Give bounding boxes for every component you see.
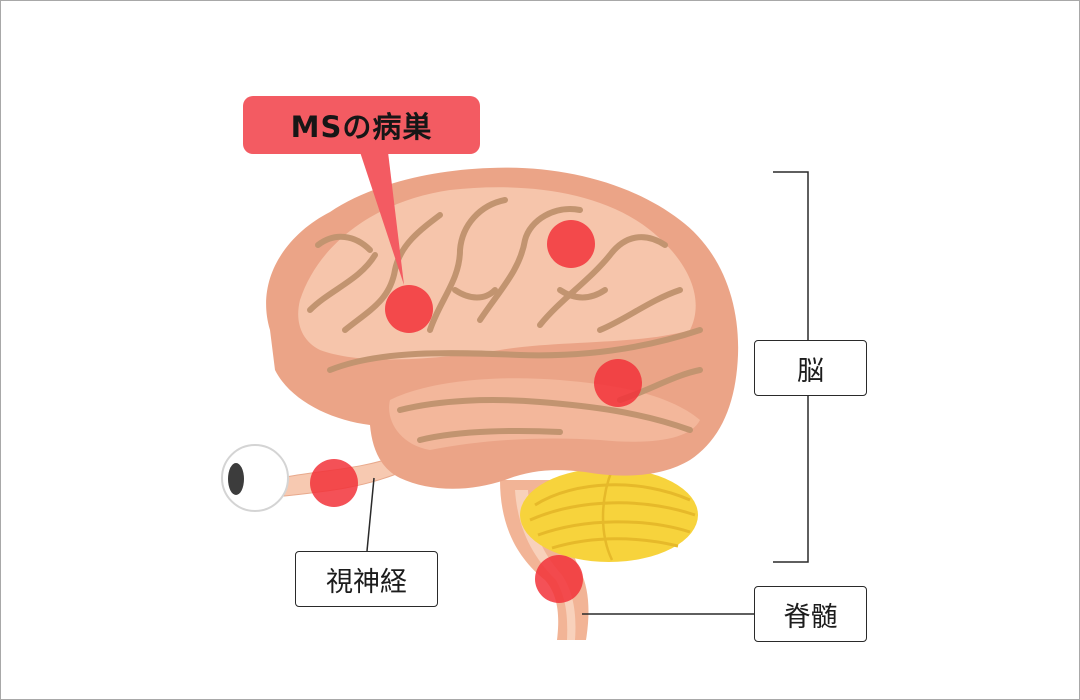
lesion-marker [535,555,583,603]
optic-leader-line [366,477,375,552]
optic-nerve-label: 視神経 [295,551,438,607]
lesion-marker [310,459,358,507]
lesion-marker [547,220,595,268]
callout-pointer [360,152,404,285]
eye-icon [221,444,289,512]
brain-label: 脳 [754,340,867,396]
cerebellum [520,468,698,562]
spinal-cord-label: 脊髄 [754,586,867,642]
lesion-marker [385,285,433,333]
cerebrum [266,167,739,489]
lesion-marker [594,359,642,407]
lesion-callout: MSの病巣 [243,96,480,154]
ms-lesions [310,220,642,603]
